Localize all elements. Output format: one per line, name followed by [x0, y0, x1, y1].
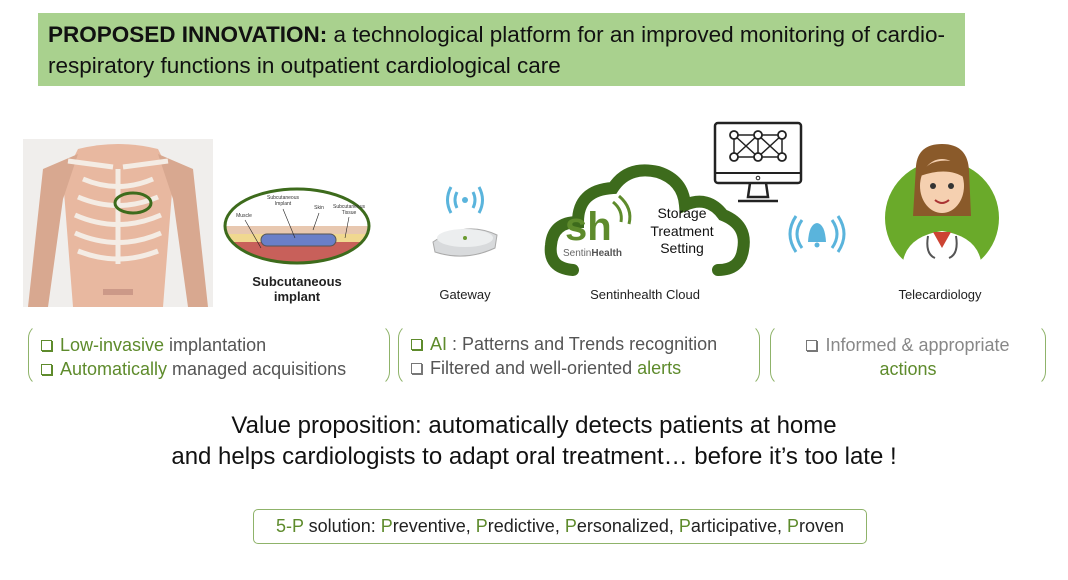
ai-monitor-icon: [713, 121, 803, 203]
cloud-icon: sh SentinHealth: [544, 164, 750, 276]
cloud-caption: Sentinhealth Cloud: [590, 287, 700, 302]
feature-green: AI: [430, 334, 448, 354]
p-word: reventive,: [392, 516, 476, 536]
header-bold: PROPOSED INNOVATION:: [48, 22, 328, 47]
implant-caption: Subcutaneous implant: [221, 274, 373, 304]
implant-illustration: Muscle Subcutaneous Implant Skin Subcuta…: [221, 186, 373, 266]
actions-box: Informed & appropriate actions: [770, 324, 1046, 386]
feature-green: alerts: [637, 358, 682, 378]
gateway-caption: Gateway: [439, 287, 491, 302]
feature-gray: managed acquisitions: [167, 359, 347, 379]
feature-green: Low-invasive: [60, 335, 165, 355]
implant-features-box: Low-invasive implantation Automatically …: [28, 324, 390, 386]
torso-illustration: [23, 139, 213, 307]
implant-drawing: [223, 187, 371, 265]
p-letter: P: [564, 516, 577, 536]
svg-text:SentinHealth: SentinHealth: [563, 248, 622, 259]
header-banner: PROPOSED INNOVATION: a technological pla…: [38, 13, 965, 86]
checkbox-icon: [411, 363, 422, 374]
p-letter: P: [786, 516, 799, 536]
implant-caption-line2: implant: [273, 289, 321, 304]
alert-bell-icon: [788, 215, 846, 253]
feature-low-invasive: Low-invasive implantation: [41, 333, 377, 357]
feature-gray: : Patterns and Trends recognition: [447, 334, 718, 354]
wifi-signal-icon: [446, 186, 484, 214]
five-p-prefix: 5-P: [275, 516, 304, 536]
p-word: ersonalized,: [576, 516, 679, 536]
implant-label-skin: Skin: [314, 205, 324, 211]
feature-alerts: Filtered and well-oriented alerts: [411, 356, 747, 380]
checkbox-icon: [41, 364, 52, 375]
feature-green: Automatically: [60, 359, 168, 379]
feature-ai: AI : Patterns and Trends recognition: [411, 332, 747, 356]
logo-text-bold: Health: [591, 248, 622, 259]
value-line2: and helps cardiologists to adapt oral tr…: [171, 443, 897, 470]
checkbox-icon: [411, 339, 422, 350]
p-word: articipative,: [690, 516, 787, 536]
value-line1: Value proposition: automatically detects…: [231, 412, 837, 439]
doctor-avatar: [885, 144, 999, 276]
gateway-illustration: [432, 186, 498, 257]
feature-gray: implantation: [164, 335, 267, 355]
p-word: roven: [798, 516, 845, 536]
p-word: redictive,: [487, 516, 565, 536]
five-p-solution: 5-P solution: Preventive, Predictive, Pe…: [253, 509, 867, 544]
feature-actions: actions: [879, 359, 937, 379]
logo-text-light: Sentin: [563, 248, 591, 259]
value-proposition: Value proposition: automatically detects…: [0, 410, 1068, 472]
cloud-item-treatment: Treatment: [650, 222, 714, 239]
cloud-item-storage: Storage: [657, 205, 707, 221]
cloud-item-setting: Setting: [660, 240, 704, 256]
p-letter: P: [475, 516, 488, 536]
p-letter: P: [678, 516, 691, 536]
cloud-items: Storage Treatment Setting: [646, 205, 718, 258]
five-p-label: solution:: [303, 516, 381, 536]
implant-label-implant: Subcutaneous Implant: [267, 195, 299, 207]
telecardiology-caption: Telecardiology: [898, 287, 982, 302]
feature-gray: Filtered and well-oriented: [430, 358, 638, 378]
feature-auto-acquisitions: Automatically managed acquisitions: [41, 357, 377, 381]
checkbox-icon: [806, 340, 818, 351]
checkbox-icon: [41, 340, 52, 351]
ai-features-box: AI : Patterns and Trends recognition Fil…: [398, 324, 760, 386]
implant-label-tissue: Subcutaneous Tissue: [333, 204, 365, 216]
feature-informed: Informed & appropriate: [781, 333, 1035, 357]
header-text: a technological platform for an improved…: [48, 22, 945, 78]
implant-label-muscle: Muscle: [236, 213, 252, 219]
p-letter: P: [380, 516, 393, 536]
implant-caption-line1: Subcutaneous: [252, 274, 342, 289]
logo-mark: sh: [565, 205, 612, 249]
feature-gray: Informed & appropriate: [825, 335, 1010, 355]
